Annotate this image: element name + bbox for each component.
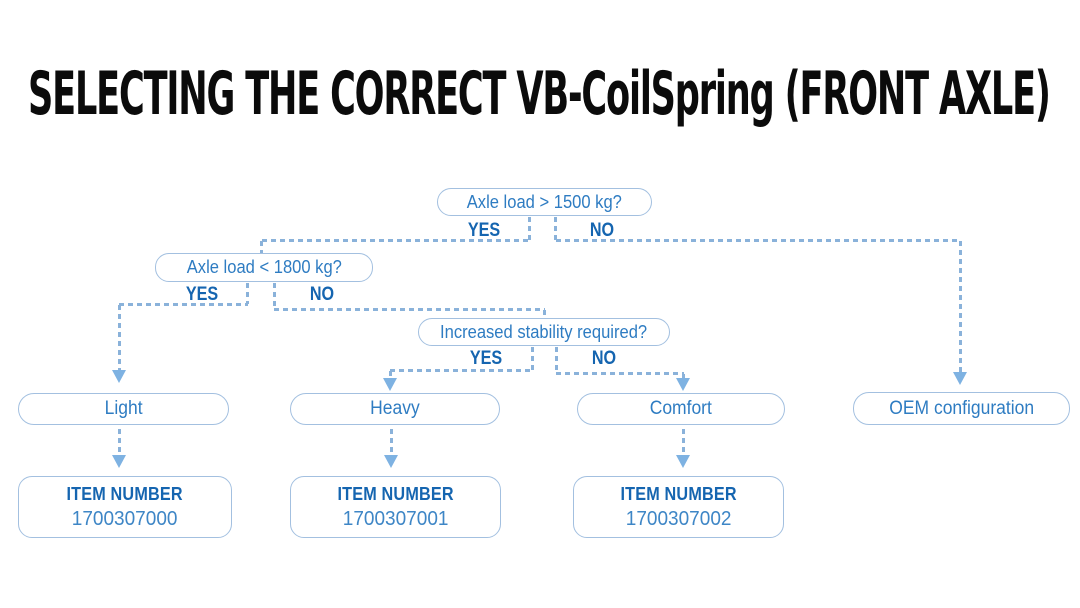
decision-axle-load-1800-question: Axle load < 1800 kg?: [186, 257, 342, 277]
connector-d3-no-vertical: [682, 374, 685, 378]
connector-d3-yes-drop: [531, 347, 534, 370]
decision-increased-stability-question: Increased stability required?: [440, 321, 648, 342]
connector-d1-yes-horizontal: [262, 239, 530, 242]
connector-d3-no-horizontal: [556, 372, 684, 375]
decision-3-yes-label: YES: [469, 348, 503, 369]
item-number-card-light: ITEM NUMBER 1700307000: [18, 476, 232, 538]
connector-d3-no-drop: [555, 347, 558, 373]
decision-2-no-label: NO: [309, 284, 335, 305]
result-heavy: Heavy: [290, 393, 500, 425]
result-light-label: Light: [104, 398, 143, 419]
result-oem-configuration-label: OEM configuration: [889, 397, 1034, 419]
connector-d3-yes-vertical: [389, 371, 392, 378]
decision-1-no-label: NO: [589, 220, 615, 241]
item-number-card-heavy: ITEM NUMBER 1700307001: [290, 476, 501, 538]
decision-axle-load-1500: Axle load > 1500 kg?: [437, 188, 652, 216]
decision-axle-load-1500-question: Axle load > 1500 kg?: [466, 191, 623, 212]
connector-d1-no-horizontal: [556, 239, 961, 242]
page-title: SELECTING THE CORRECT VB-CoilSpring (FRO…: [28, 59, 1051, 129]
page-title-text: SELECTING THE CORRECT VB-CoilSpring (FRO…: [28, 59, 1051, 129]
connector-d1-yes-into-d2: [260, 241, 263, 253]
decision-axle-load-1800: Axle load < 1800 kg?: [155, 253, 373, 282]
arrow-into-oem-icon: [953, 372, 967, 385]
result-heavy-label: Heavy: [370, 398, 420, 419]
item-number-value: 1700307000: [72, 507, 178, 530]
connector-heavy-to-item: [390, 429, 393, 455]
result-comfort-label: Comfort: [649, 398, 713, 419]
item-number-value: 1700307001: [342, 507, 449, 530]
connector-d2-yes-drop: [246, 283, 249, 304]
item-number-heading: ITEM NUMBER: [337, 483, 454, 504]
arrow-into-heavy-icon: [383, 378, 397, 391]
item-number-heading: ITEM NUMBER: [66, 483, 184, 504]
arrow-into-comfort-icon: [676, 378, 690, 391]
decision-2-yes-label: YES: [185, 284, 219, 305]
connector-comfort-to-item: [682, 429, 685, 455]
arrow-into-item-comfort-icon: [676, 455, 690, 468]
connector-d2-yes-vertical: [118, 305, 121, 370]
connector-d2-no-into-d3: [543, 310, 546, 318]
connector-d2-no-drop: [273, 283, 276, 309]
connector-light-to-item: [118, 429, 121, 455]
arrow-into-item-light-icon: [112, 455, 126, 468]
result-comfort: Comfort: [577, 393, 785, 425]
connector-d3-yes-horizontal: [390, 369, 533, 372]
decision-1-yes-label: YES: [467, 220, 501, 241]
result-oem-configuration: OEM configuration: [853, 392, 1070, 425]
item-number-card-comfort: ITEM NUMBER 1700307002: [573, 476, 784, 538]
decision-increased-stability: Increased stability required?: [418, 318, 670, 346]
connector-d1-no-vertical: [959, 241, 962, 372]
arrow-into-light-icon: [112, 370, 126, 383]
decision-3-no-label: NO: [591, 348, 617, 369]
arrow-into-item-heavy-icon: [384, 455, 398, 468]
connector-d1-yes-drop: [528, 217, 531, 240]
connector-d1-no-drop: [554, 217, 557, 240]
item-number-value: 1700307002: [625, 507, 732, 530]
result-light: Light: [18, 393, 229, 425]
connector-d2-no-horizontal: [274, 308, 545, 311]
connector-d2-yes-horizontal: [119, 303, 248, 306]
item-number-heading: ITEM NUMBER: [620, 483, 737, 504]
